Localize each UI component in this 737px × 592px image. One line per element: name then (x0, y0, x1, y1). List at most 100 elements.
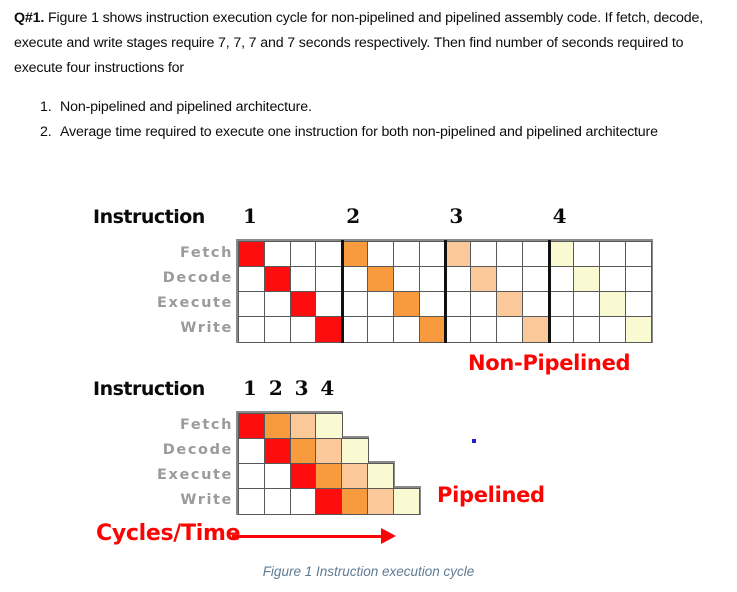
grid-cell-empty (263, 488, 292, 515)
grid-cell-filled (367, 488, 395, 515)
grid-cell-filled (367, 266, 395, 293)
grid-cell-filled (392, 488, 421, 515)
grid-cell-empty (599, 266, 627, 293)
grid-cell-empty (496, 316, 524, 343)
list-item-text: Non-pipelined and pipelined architecture… (60, 99, 312, 115)
grid-cell-empty (444, 291, 472, 318)
grid-cell-filled (521, 316, 550, 343)
grid-cell-empty (547, 316, 575, 343)
grid-cell-filled (289, 463, 317, 490)
grid-cell-empty (573, 241, 601, 268)
grid-cell-empty (470, 316, 498, 343)
column-number-2: 2 (346, 204, 361, 228)
grid-cell-filled (341, 438, 369, 465)
grid-cell-empty (625, 241, 653, 268)
column-number-4: 4 (320, 376, 335, 400)
grid-cell-empty (392, 266, 421, 293)
grid-cell-filled (547, 241, 575, 268)
grid-cell-empty (521, 291, 550, 318)
grid-cell-empty (496, 266, 524, 293)
stage-label-execute: Execute (157, 467, 233, 483)
nonpipelined-badge: Non-Pipelined (468, 351, 631, 375)
grid-cell-empty (521, 241, 550, 268)
grid-cell-empty (341, 266, 369, 293)
grid-cell-empty (470, 241, 498, 268)
grid-cell-filled (444, 241, 472, 268)
stage-label-fetch: Fetch (179, 245, 233, 261)
grid-cell-empty (315, 291, 343, 318)
grid-cell-filled (367, 463, 395, 490)
column-number-2: 2 (268, 376, 283, 400)
grid-cell-empty (599, 316, 627, 343)
stage-label-decode: Decode (162, 442, 233, 458)
grid-cell-filled (263, 438, 292, 465)
instruction-group-separator (547, 240, 551, 343)
grid-cell-empty (599, 241, 627, 268)
list-item-number: 1. (40, 99, 52, 115)
grid-cell-empty (625, 266, 653, 293)
grid-cell-filled (315, 413, 343, 440)
grid-cell-empty (367, 241, 395, 268)
pipelined-instruction-header: Instruction (93, 378, 205, 400)
stage-label-decode: Decode (162, 270, 233, 286)
grid-cell-filled (263, 266, 292, 293)
nonpipelined-instruction-header: Instruction (93, 206, 205, 228)
grid-cell-filled (315, 438, 343, 465)
list-item: 2. Average time required to execute one … (14, 120, 726, 144)
grid-cell-empty (238, 291, 266, 318)
grid-cell-filled (263, 413, 292, 440)
grid-cell-filled (392, 291, 421, 318)
grid-cell-empty (341, 316, 369, 343)
grid-cell-filled (289, 413, 317, 440)
grid-cell-empty (238, 266, 266, 293)
grid-cell-filled (238, 413, 266, 440)
grid-cell-filled (573, 266, 601, 293)
grid-cell-empty (418, 241, 446, 268)
grid-cell-filled (341, 463, 369, 490)
time-arrow-line (232, 535, 382, 538)
grid-cell-filled (289, 291, 317, 318)
grid-cell-empty (496, 241, 524, 268)
grid-cell-empty (444, 266, 472, 293)
grid-cell-empty (470, 291, 498, 318)
pipelined-badge: Pipelined (437, 483, 545, 507)
stage-label-execute: Execute (157, 295, 233, 311)
question-label: Q#1. (14, 10, 45, 26)
time-arrow-head (381, 528, 396, 544)
grid-cell-empty (263, 316, 292, 343)
question-list: 1. Non-pipelined and pipelined architect… (14, 95, 726, 144)
grid-cell-empty (573, 291, 601, 318)
column-number-3: 3 (294, 376, 309, 400)
grid-cell-filled (625, 316, 653, 343)
grid-cell-empty (315, 266, 343, 293)
grid-cell-empty (547, 266, 575, 293)
instruction-group-separator (444, 240, 448, 343)
axis-label-cycles-time: Cycles/Time (96, 521, 241, 546)
grid-cell-filled (315, 463, 343, 490)
stage-label-write: Write (180, 320, 233, 336)
question-paragraph: Q#1. Figure 1 shows instruction executio… (14, 6, 726, 81)
grid-cell-empty (238, 488, 266, 515)
grid-cell-empty (392, 241, 421, 268)
column-number-3: 3 (449, 204, 464, 228)
grid-cell-empty (315, 241, 343, 268)
grid-cell-filled (496, 291, 524, 318)
column-number-1: 1 (243, 376, 257, 400)
grid-cell-filled (599, 291, 627, 318)
grid-cell-filled (470, 266, 498, 293)
grid-cell-empty (625, 291, 653, 318)
grid-cell-empty (573, 316, 601, 343)
grid-cell-empty (367, 316, 395, 343)
grid-cell-empty (367, 291, 395, 318)
column-number-1: 1 (243, 204, 257, 228)
grid-cell-filled (315, 488, 343, 515)
grid-cell-filled (238, 241, 266, 268)
grid-cell-empty (263, 241, 292, 268)
grid-cell-filled (289, 438, 317, 465)
grid-cell-empty (392, 316, 421, 343)
stage-label-write: Write (180, 492, 233, 508)
grid-cell-empty (341, 291, 369, 318)
grid-cell-filled (341, 488, 369, 515)
grid-cell-empty (238, 316, 266, 343)
